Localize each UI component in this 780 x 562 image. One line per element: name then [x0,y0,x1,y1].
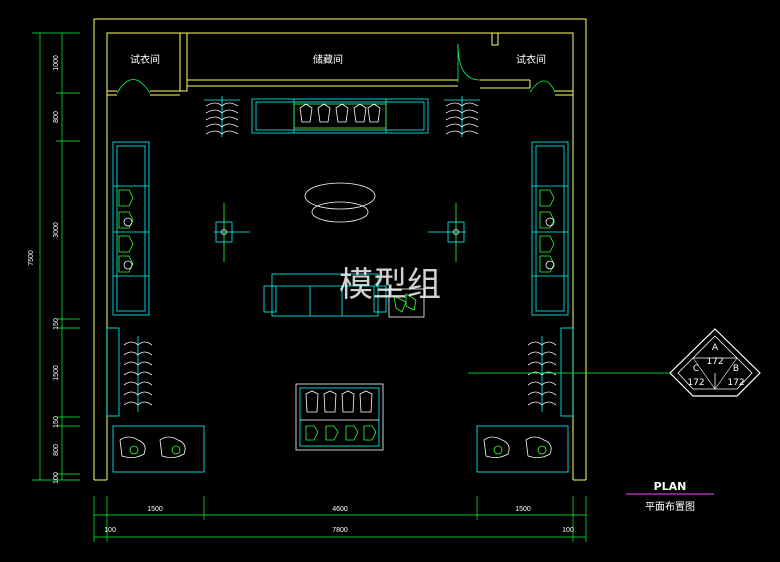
dim-horizontal-inner-2: 1500 [515,506,531,513]
shoe-display-right [476,425,569,473]
plan-subtitle: 平面布置图 [645,501,695,513]
dim-vertical-2: 3000 [53,222,60,238]
hanger-rack-lower-left [106,327,153,417]
plan-title: PLAN [654,480,687,493]
elevation-index-symbol [468,328,761,397]
horizontal-dimension-lines [93,496,587,542]
dim-horizontal-outer-1: 7800 [332,527,348,534]
index-left-value: 172 [687,378,704,388]
room-label-fitting-right: 试衣间 [516,53,546,66]
doors [116,43,556,94]
back-display-cabinet [251,98,429,134]
dim-vertical-0: 1000 [53,55,60,71]
dim-vertical-1: 800 [53,111,60,123]
shoe-display-left [112,425,205,473]
left-wall-shelf-unit [112,141,150,316]
dim-horizontal-inner-1: 4600 [332,506,348,513]
oval-display-table [304,182,376,223]
dim-vertical-3: 150 [53,318,60,330]
dim-horizontal-outer-2: 100 [562,527,574,534]
hanger-rack-top-right [444,96,480,137]
dim-horizontal-inner-0: 1500 [147,506,163,513]
dim-vertical-total: 7500 [28,250,35,266]
dim-vertical-6: 800 [53,444,60,456]
index-center-value: 172 [706,357,723,367]
interior-walls [107,32,573,96]
watermark-text: 模型组 [339,265,441,305]
dim-vertical-5: 150 [53,416,60,428]
mannequin-stand-left [214,203,250,262]
side-table [388,288,425,318]
vertical-dimension-lines [32,32,80,481]
dim-vertical-7: 100 [53,472,60,484]
hanger-rack-top-left [204,96,240,137]
room-label-storage: 储藏间 [313,53,343,66]
mannequin-stand-right [428,203,466,262]
index-letter-c: C [693,364,699,374]
hanger-rack-lower-right [527,327,574,417]
index-right-value: 172 [727,378,744,388]
right-wall-shelf-unit [531,141,569,316]
room-label-fitting-left: 试衣间 [130,53,160,66]
sofa [263,273,387,317]
index-letter-b: B [733,364,739,374]
index-letter-a: A [712,343,719,353]
exterior-walls [93,18,587,481]
dim-horizontal-outer-0: 100 [104,527,116,534]
center-display-table [295,383,384,451]
dim-vertical-4: 1500 [53,365,60,381]
